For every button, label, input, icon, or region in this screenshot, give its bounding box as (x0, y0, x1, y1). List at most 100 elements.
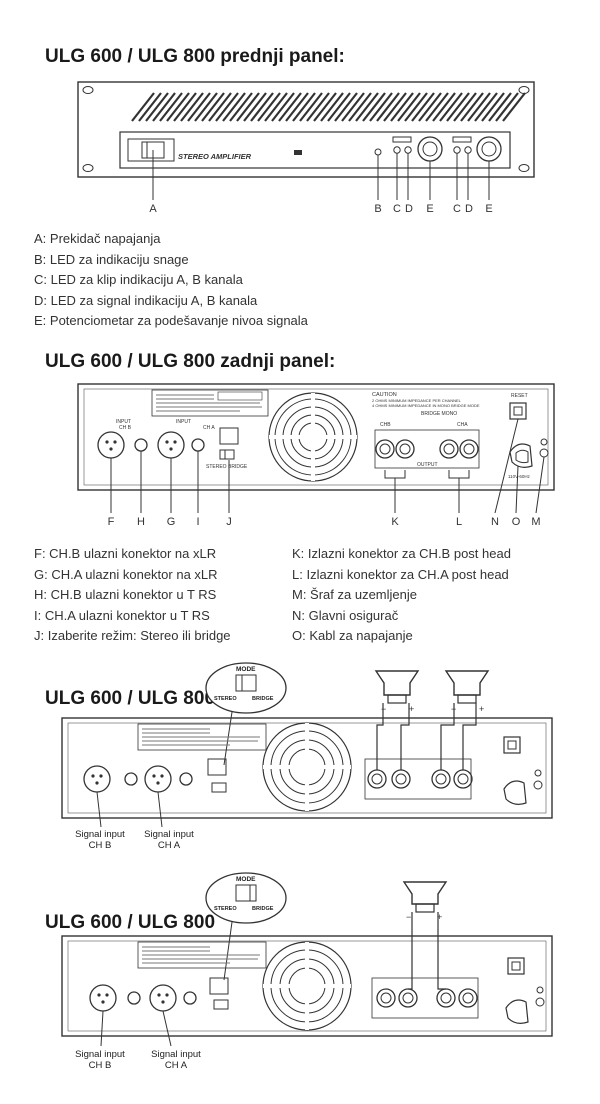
front-letter-d: D (405, 203, 413, 215)
vent-stripe (439, 92, 463, 122)
vent-stripe (306, 92, 330, 122)
vent-stripe (369, 92, 393, 122)
legend-item: E: Potenciometar za podešavanje nivoa si… (34, 313, 308, 328)
stereo-plus-a: + (479, 704, 484, 714)
legend-item: B: LED za indikaciju snage (34, 251, 189, 267)
rear-panel-drawing: INPUT CH B INPUT CH A STEREO BRIDGE CAUT… (77, 383, 555, 514)
vent-stripe (376, 92, 400, 122)
rear-caution-2: 4 OHMS MINIMUM IMPEDANCE IN MONO BRIDGE … (372, 403, 480, 408)
vent-stripe (334, 92, 358, 122)
bridge-mode-stereo: STEREO (214, 906, 237, 912)
front-legend: A: Prekidač napajanja B: LED za indikaci… (34, 229, 308, 332)
legend-item: H: CH.B ulazni konektor u T RS (34, 587, 217, 602)
front-letter-d2: D (465, 203, 473, 215)
rear-letter-o: O (511, 516, 521, 528)
rear-bridge-label: BRIDGE (228, 464, 248, 470)
legend-item: C: LED za klip indikaciju A, B kanala (34, 272, 243, 287)
vent-stripe (397, 92, 421, 122)
vent-stripe (236, 92, 260, 122)
legend-item: D: LED za signal indikaciju A, B kanala (34, 292, 258, 308)
vent-stripe (292, 92, 316, 122)
vent-stripe (383, 92, 407, 122)
vent-stripe (474, 92, 498, 122)
rear-letter-k: K (391, 516, 399, 528)
legend-item: N: Glavni osigurač (292, 607, 399, 623)
vent-stripe (271, 92, 295, 122)
front-letter-e2: E (485, 203, 493, 215)
caption-line: Signal input (75, 1049, 125, 1060)
caption-line: CH A (157, 840, 181, 851)
vent-stripe (152, 92, 176, 122)
vent-stripe (229, 92, 253, 122)
rear-letter-j: J (226, 516, 232, 528)
front-letter-a: A (149, 203, 157, 215)
vent-stripe (390, 92, 414, 122)
vent-stripe (341, 92, 365, 122)
rear-legend-right: K: Izlazni konektor za CH.B post head L:… (292, 544, 511, 647)
vent-stripe (138, 92, 162, 122)
vent-stripe (278, 92, 302, 122)
vent-stripe (285, 92, 309, 122)
stereo-diagram: MODE STEREO BRIDGE − + − + (61, 662, 553, 828)
caption-line: Signal input (75, 829, 125, 840)
rear-chb-out: CHB (380, 422, 391, 428)
caption-line: Signal input (144, 829, 194, 840)
bridge-caption-a: Signal input CH A (136, 1049, 216, 1071)
rear-chb-label: CH B (119, 425, 132, 431)
vent-stripe (131, 92, 155, 122)
rear-letter-h: H (137, 516, 145, 528)
vent-stripe (362, 92, 386, 122)
stereo-plus-b: + (409, 704, 414, 714)
vent-stripe (222, 92, 246, 122)
rear-caution: CAUTION (372, 392, 397, 398)
vent-stripe (320, 92, 344, 122)
vent-stripe (208, 92, 232, 122)
vent-stripe (327, 92, 351, 122)
legend-item: M: Šraf za uzemljenje (292, 587, 417, 602)
legend-item: G: CH.A ulazni konektor na xLR (34, 566, 218, 582)
vent-stripe (355, 92, 379, 122)
rear-panel-title: ULG 600 / ULG 800 zadnji panel: (45, 351, 336, 372)
vent-stripe (467, 92, 491, 122)
vent-stripe (432, 92, 456, 122)
stereo-mode-stereo: STEREO (214, 696, 237, 702)
rear-letter-g: G (166, 516, 176, 528)
panel-text: STEREO AMPLIFIER (178, 152, 252, 161)
rear-cha-label: CH A (203, 425, 215, 431)
caption-line: CH B (88, 840, 112, 851)
vent-stripe (453, 92, 477, 122)
rear-input-b-label: INPUT (116, 419, 131, 425)
stereo-minus-b: − (381, 704, 386, 714)
vent-stripe (502, 92, 526, 122)
vent-stripe (194, 92, 218, 122)
legend-item: I: CH.A ulazni konektor u T RS (34, 607, 210, 623)
vent-stripe (481, 92, 505, 122)
stereo-mode-label: MODE (236, 666, 256, 673)
vent-stripe (180, 92, 204, 122)
vent-stripe (404, 92, 428, 122)
vent-stripe (201, 92, 225, 122)
bridge-caption-b: Signal input CH B (60, 1049, 140, 1071)
legend-item: F: CH.B ulazni konektor na xLR (34, 546, 217, 561)
front-letter-b: B (374, 203, 382, 215)
rear-stereo-label: STEREO (206, 464, 227, 470)
rear-voltage-label: 110V-60Hz (508, 474, 531, 479)
vent-stripe (215, 92, 239, 122)
vent-stripe (264, 92, 288, 122)
rear-letter-i: I (196, 516, 200, 528)
bridge-mode-label: MODE (236, 876, 256, 883)
legend-item: A: Prekidač napajanja (34, 231, 161, 246)
bridge-plus: + (437, 912, 442, 922)
bridge-minus: − (406, 912, 411, 922)
stereo-caption-b: Signal input CH B (60, 829, 140, 851)
front-panel-drawing: STEREO AMPLIFIER (77, 81, 535, 200)
vent-stripe (446, 92, 470, 122)
stereo-diagram-title: ULG 600 / ULG 800 (45, 688, 216, 709)
vent-stripe (460, 92, 484, 122)
vent-stripe (173, 92, 197, 122)
vent-stripe (495, 92, 519, 122)
caption-line: CH B (88, 1060, 112, 1071)
vent-stripe (257, 92, 281, 122)
stereo-mode-bridge: BRIDGE (252, 696, 274, 702)
vent-stripe (348, 92, 372, 122)
